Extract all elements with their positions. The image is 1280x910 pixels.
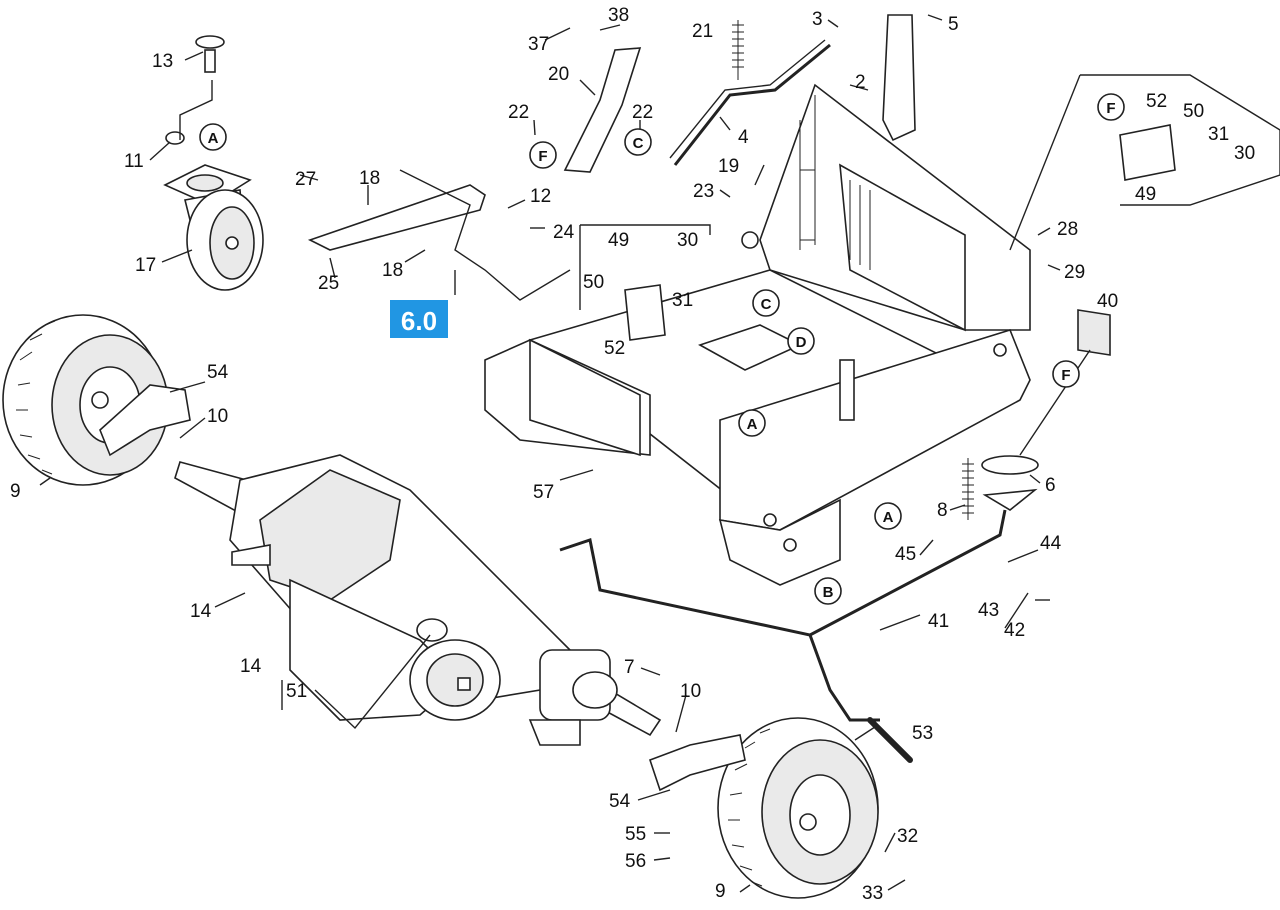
svg-text:B: B [823,584,834,601]
label-18b: 18 [382,260,403,281]
label-45: 45 [895,544,916,565]
label-30a: 30 [677,230,698,251]
label-57: 57 [533,482,554,503]
label-29: 29 [1064,262,1085,283]
svg-text:F: F [538,148,547,165]
label-14b: 14 [240,656,262,677]
label-37: 37 [528,34,549,55]
label-31b: 31 [1208,124,1229,145]
label-5: 5 [948,14,959,35]
label-28: 28 [1057,219,1078,240]
svg-text:A: A [747,416,758,433]
label-50b: 50 [1183,101,1204,122]
callout-f-frame: F [1052,360,1080,388]
label-31a: 31 [672,290,693,311]
label-54b: 54 [609,791,631,812]
label-30b: 30 [1234,143,1255,164]
label-40: 40 [1097,291,1118,312]
label-54a: 54 [207,362,229,383]
svg-text:F: F [1106,100,1115,117]
label-9a: 9 [10,481,21,502]
svg-text:D: D [796,334,807,351]
part-labels: 13 11 17 27 18 25 18 12 24 37 38 20 22 2… [10,5,1255,904]
label-11: 11 [124,151,144,172]
callout-c-upper: C [624,128,652,156]
label-49a: 49 [608,230,629,251]
label-22a: 22 [508,102,529,123]
label-2: 2 [855,72,866,93]
callout-c-frame: C [752,289,780,317]
label-42: 42 [1004,620,1025,641]
label-17: 17 [135,255,156,276]
label-9b: 9 [715,881,726,902]
label-52a: 52 [604,338,625,359]
label-43: 43 [978,600,999,621]
label-21: 21 [692,21,713,42]
gear-motor-axle [174,454,662,746]
label-38: 38 [608,5,629,26]
label-4: 4 [738,127,749,148]
label-13: 13 [152,51,173,72]
chassis-frame [484,83,1031,586]
label-10b: 10 [680,681,701,702]
wheel-right [717,717,879,899]
label-44: 44 [1040,533,1062,554]
callout-d-upper: F [529,141,557,169]
label-14a: 14 [190,601,212,622]
label-10a: 10 [207,406,228,427]
label-25: 25 [318,273,339,294]
label-6: 6 [1045,475,1056,496]
label-27: 27 [295,169,316,190]
label-55: 55 [625,824,646,845]
label-12: 12 [530,186,551,207]
label-41: 41 [928,611,949,632]
svg-text:6.0: 6.0 [401,306,437,336]
callout-b: B [814,577,842,605]
label-23: 23 [693,181,714,202]
label-3: 3 [812,9,823,30]
label-24: 24 [553,222,575,243]
svg-text:A: A [208,130,219,147]
callout-f-inset: F [1097,93,1125,121]
label-19: 19 [718,156,739,177]
control-linkages [99,14,1176,792]
callout-a-frame: A [738,409,766,437]
label-8: 8 [937,500,948,521]
label-56: 56 [625,851,646,872]
label-32: 32 [897,826,918,847]
label-49b: 49 [1135,184,1156,205]
label-22b: 22 [632,102,653,123]
callout-circles: A F C C D A A B F F [199,93,1125,605]
leader-lines [39,14,1280,893]
svg-text:A: A [883,509,894,526]
swivel-caster [163,35,264,291]
label-50a: 50 [583,272,604,293]
label-51: 51 [286,681,307,702]
label-53: 53 [912,723,933,744]
label-18a: 18 [359,168,380,189]
callout-d-frame: D [787,327,815,355]
svg-text:F: F [1061,367,1070,384]
svg-text:C: C [761,296,772,313]
label-7: 7 [624,657,635,678]
callout-a-caster: A [199,123,227,151]
reference-badge[interactable]: 6.0 [390,300,448,338]
label-52b: 52 [1146,91,1167,112]
svg-text:C: C [633,135,644,152]
label-20: 20 [548,64,569,85]
callout-a-right: A [874,502,902,530]
label-33: 33 [862,883,883,904]
